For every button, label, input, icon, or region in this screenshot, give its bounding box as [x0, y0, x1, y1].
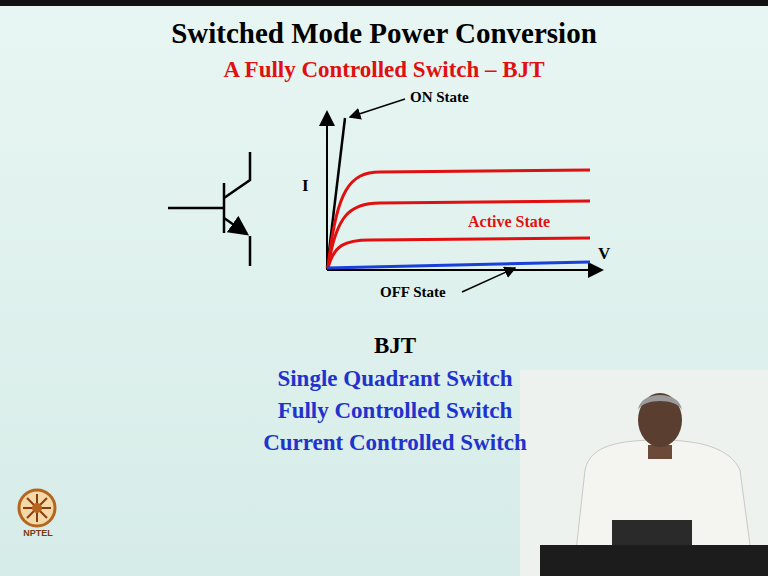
- state-label: Active State: [468, 212, 550, 231]
- leader-line: [462, 268, 515, 292]
- leader-line: [350, 99, 405, 117]
- bjt-symbol: [168, 152, 250, 266]
- property-line: Single Quadrant Switch: [0, 365, 768, 393]
- logo-text: NPTEL: [17, 528, 59, 539]
- nptel-logo: [19, 490, 55, 526]
- axis-label: V: [598, 244, 610, 264]
- axes: [327, 112, 602, 270]
- axis-label: I: [302, 176, 309, 196]
- active-curves: [328, 170, 590, 268]
- off-state-line: [327, 262, 590, 268]
- lecturer-photo: [520, 370, 768, 576]
- device-heading: BJT: [0, 332, 768, 360]
- state-label: ON State: [410, 88, 469, 106]
- slide-title: Switched Mode Power Conversion: [0, 16, 768, 51]
- property-line: Current Controlled Switch: [0, 429, 768, 457]
- property-line: Fully Controlled Switch: [0, 397, 768, 425]
- slide-subtitle: A Fully Controlled Switch – BJT: [0, 56, 768, 84]
- state-label: OFF State: [380, 283, 446, 301]
